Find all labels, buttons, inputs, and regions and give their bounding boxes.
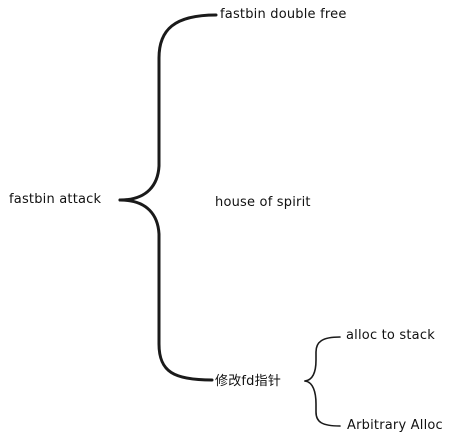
node-root-fastbin-attack: fastbin attack [9, 192, 102, 207]
connector-fd-to-stack [304, 336, 341, 382]
node-modify-fd-pointer: 修改fd指针 [215, 374, 282, 389]
node-alloc-to-stack: alloc to stack [346, 328, 435, 343]
connector-root-to-double-free [118, 13, 218, 202]
node-fastbin-double-free: fastbin double free [220, 7, 347, 22]
node-house-of-spirit: house of spirit [215, 195, 311, 210]
node-arbitrary-alloc: Arbitrary Alloc [347, 418, 443, 433]
connector-fd-to-arbitrary [304, 380, 341, 427]
connector-root-to-fd [118, 198, 214, 382]
